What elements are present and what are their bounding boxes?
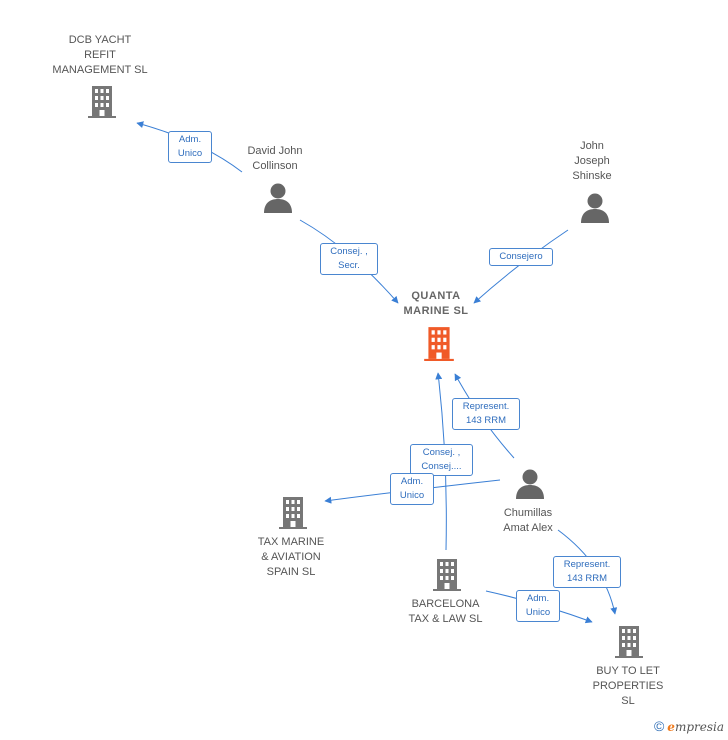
- brand-first-letter: e: [667, 720, 675, 734]
- barcelona-building-icon[interactable]: [431, 557, 463, 596]
- taxmarine-label[interactable]: TAX MARINE & AVIATION SPAIN SL: [257, 536, 325, 578]
- chumillas-person-icon[interactable]: [515, 468, 545, 505]
- quanta-building-icon[interactable]: [422, 325, 456, 366]
- edge-label-represent-quanta[interactable]: Represent. 143 RRM: [452, 398, 520, 430]
- buytolet-label[interactable]: BUY TO LET PROPERTIES SL: [592, 665, 664, 707]
- footer-brand: ©empresia: [654, 718, 724, 734]
- dcb-label[interactable]: DCB YACHT REFIT MANAGEMENT SL: [52, 34, 148, 76]
- edge-label-adm-unico-buy[interactable]: Adm. Unico: [516, 590, 560, 622]
- taxmarine-building-icon[interactable]: [277, 495, 309, 534]
- edge-label-represent-buy[interactable]: Represent. 143 RRM: [553, 556, 621, 588]
- john-person-icon[interactable]: [580, 192, 610, 229]
- edge-label-consejero[interactable]: Consejero: [489, 248, 553, 266]
- dcb-building-icon[interactable]: [86, 84, 118, 123]
- quanta-label[interactable]: QUANTA MARINE SL: [403, 290, 469, 317]
- barcelona-label[interactable]: BARCELONA TAX & LAW SL: [408, 598, 483, 625]
- buytolet-building-icon[interactable]: [613, 624, 645, 663]
- brand-name: mpresia: [674, 720, 724, 734]
- edge-label-adm-unico-dcb[interactable]: Adm. Unico: [168, 131, 212, 163]
- john-label[interactable]: John Joseph Shinske: [572, 140, 612, 182]
- edge-label-adm-unico-tax[interactable]: Adm. Unico: [390, 473, 434, 505]
- edge-john-quanta: [473, 229, 569, 304]
- edge-label-consej-consej[interactable]: Consej. , Consej....: [410, 444, 473, 476]
- chumillas-label[interactable]: Chumillas Amat Alex: [503, 507, 553, 534]
- edge-label-consej-secr[interactable]: Consej. , Secr.: [320, 243, 378, 275]
- david-label[interactable]: David John Collinson: [247, 145, 303, 172]
- copyright-icon: ©: [653, 718, 665, 734]
- david-person-icon[interactable]: [263, 182, 293, 219]
